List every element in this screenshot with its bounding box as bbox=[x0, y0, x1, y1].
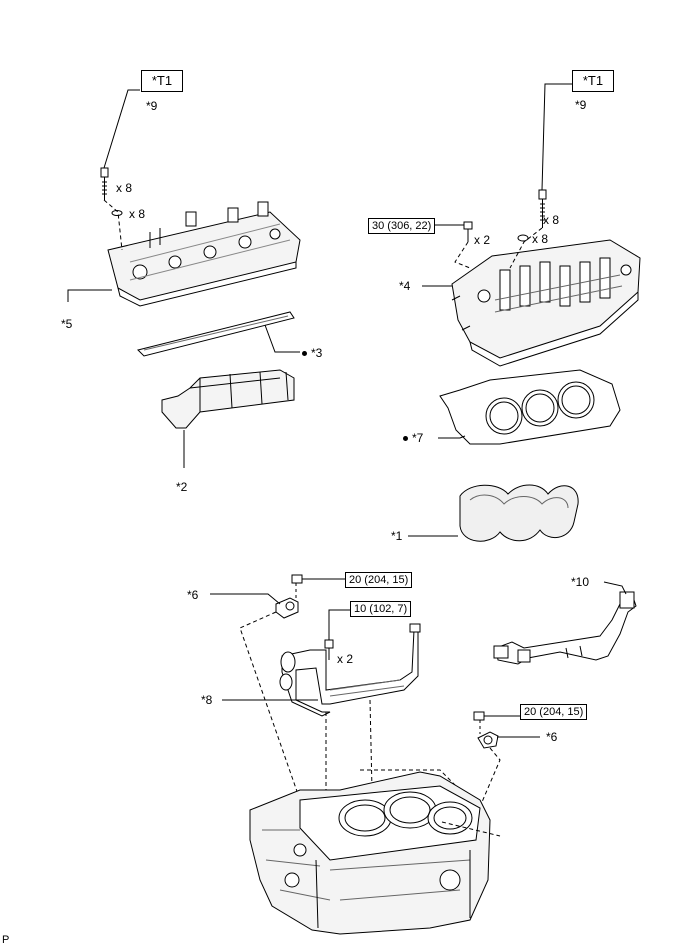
pipe-bolt-quantity: x 2 bbox=[337, 652, 354, 666]
cylinder-head-gasket bbox=[439, 369, 621, 445]
right-small-bolt bbox=[463, 221, 473, 242]
torque-spec-head-small-bolt: 30 (306, 22) bbox=[368, 218, 436, 234]
torque-tool-callout-left: *T1 bbox=[141, 70, 183, 92]
water-pipe bbox=[279, 623, 421, 717]
right-bolt-quantity: x 8 bbox=[543, 213, 560, 227]
part-9-label-left: *9 bbox=[146, 99, 158, 113]
new-part-dot-icon bbox=[403, 436, 408, 442]
left-bolt-quantity: x 8 bbox=[116, 181, 133, 195]
part-4-label: *4 bbox=[399, 279, 411, 293]
new-part-dot-icon bbox=[302, 351, 307, 357]
cylinder-block bbox=[249, 771, 491, 935]
right-cylinder-head bbox=[451, 239, 641, 367]
torque-spec-pipe-bracket: 10 (102, 7) bbox=[350, 601, 412, 617]
part-2-label: *2 bbox=[176, 480, 188, 494]
right-small-bolt-quantity: x 2 bbox=[474, 233, 491, 247]
intake-insulator bbox=[161, 369, 295, 429]
part-1-label: *1 bbox=[391, 529, 403, 543]
upper-pipe-fitting bbox=[275, 574, 345, 619]
left-washer-quantity: x 8 bbox=[129, 207, 146, 221]
water-jacket-spacer bbox=[459, 484, 579, 542]
left-head-bolt bbox=[100, 167, 123, 216]
part-3-callout: *3 bbox=[302, 346, 322, 360]
lower-pipe-fitting bbox=[473, 711, 520, 749]
part-6-label-upper: *6 bbox=[187, 588, 199, 602]
head-cover-gasket bbox=[137, 311, 295, 357]
part-8-label: *8 bbox=[201, 693, 213, 707]
part-10-label: *10 bbox=[571, 575, 590, 589]
part-5-label: *5 bbox=[61, 317, 73, 331]
part-6-label-lower: *6 bbox=[546, 730, 558, 744]
part-9-label-right: *9 bbox=[575, 98, 587, 112]
right-washer-quantity: x 8 bbox=[532, 232, 549, 246]
left-cylinder-head bbox=[107, 201, 301, 307]
part-7-callout: *7 bbox=[403, 431, 423, 445]
torque-tool-callout-right: *T1 bbox=[572, 70, 614, 92]
part-7-label: *7 bbox=[412, 431, 424, 445]
knock-sensor-wire bbox=[493, 591, 637, 665]
torque-spec-upper-fitting: 20 (204, 15) bbox=[345, 572, 413, 588]
torque-spec-lower-fitting: 20 (204, 15) bbox=[520, 704, 588, 720]
part-3-label: *3 bbox=[311, 346, 323, 360]
right-head-bolt bbox=[517, 189, 547, 242]
diagram-code: P bbox=[2, 934, 10, 946]
